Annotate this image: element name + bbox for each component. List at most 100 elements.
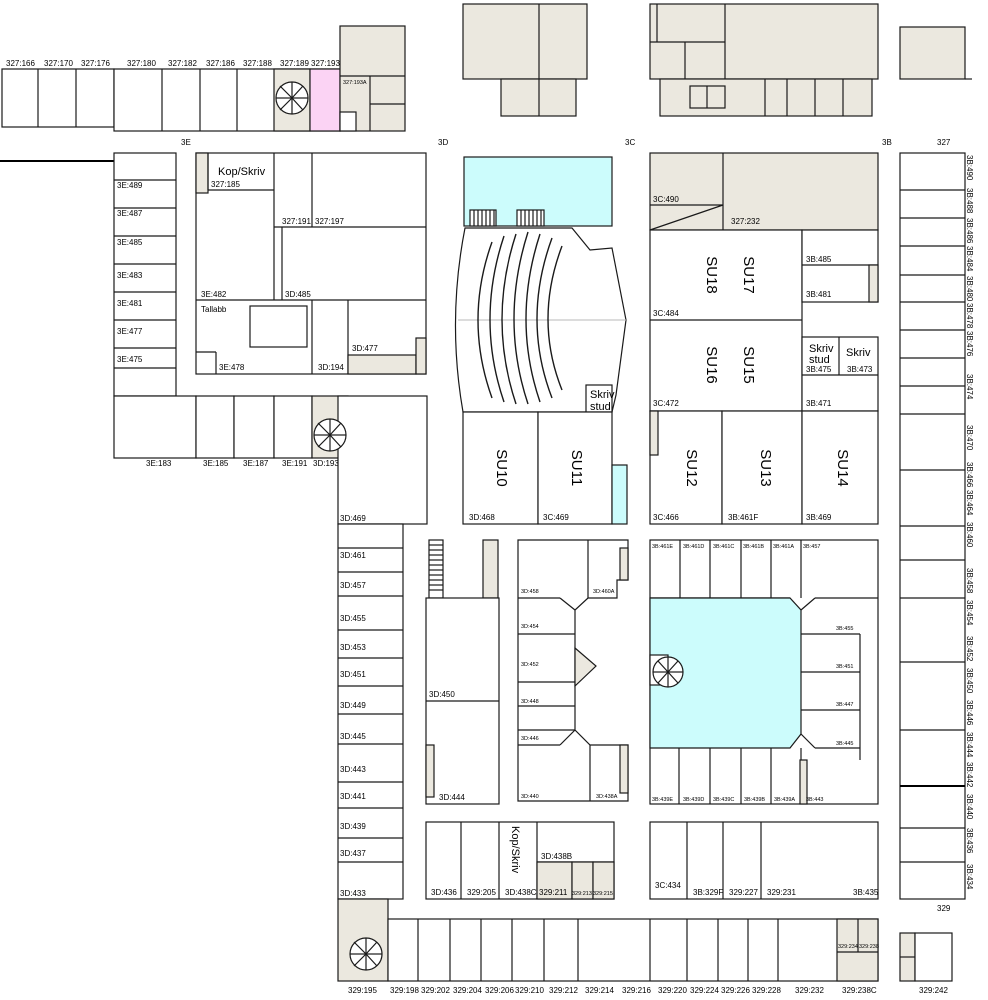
lecture-block-3c: 3C:490 327:232 SU18 SU17 SU16 SU15 3C:48… bbox=[649, 152, 879, 525]
room-label: 3E:477 bbox=[117, 327, 143, 336]
room-label: 329:231 bbox=[767, 888, 796, 897]
room-label: 327:197 bbox=[315, 217, 344, 226]
wing-3d-west: 3D:469 3D:461 3D:457 3D:455 3D:453 3D:45… bbox=[337, 395, 428, 900]
tallabb-room[interactable] bbox=[249, 305, 308, 348]
room-label: 327:182 bbox=[168, 59, 197, 68]
su17-label: SU17 bbox=[740, 256, 757, 294]
auditorium: Skriv stud SU10 SU11 3D:468 3C:469 bbox=[454, 156, 628, 525]
su13-label: SU13 bbox=[757, 449, 774, 487]
room-label: 329:202 bbox=[421, 986, 450, 995]
room-label: 3D:468 bbox=[469, 513, 495, 522]
room-label: 329:226 bbox=[721, 986, 750, 995]
room-label: 3B:451 bbox=[836, 664, 853, 670]
room-label: 3E:187 bbox=[243, 459, 269, 468]
svg-text:3B:486: 3B:486 bbox=[965, 218, 974, 244]
room-label: 329:210 bbox=[515, 986, 544, 995]
room-label: 3B:461C bbox=[713, 544, 734, 550]
room-label: 3D:193 bbox=[313, 459, 339, 468]
room-label: 327:191 bbox=[282, 217, 311, 226]
staircase-icon bbox=[473, 210, 495, 226]
room-label: 3C:472 bbox=[653, 399, 679, 408]
svg-text:3B:464: 3B:464 bbox=[965, 490, 974, 516]
svg-text:3B:458: 3B:458 bbox=[965, 568, 974, 594]
svg-text:3B:446: 3B:446 bbox=[965, 700, 974, 726]
room-label: 3D:440 bbox=[521, 794, 539, 800]
room-label: 3D:458 bbox=[521, 589, 539, 595]
room-label: 3C:490 bbox=[653, 195, 679, 204]
room-label: 3B:471 bbox=[806, 399, 832, 408]
room-label: 327:186 bbox=[206, 59, 235, 68]
room-label: 3B:475 bbox=[806, 365, 832, 374]
room-label: 3D:433 bbox=[340, 889, 366, 898]
room-label: 3D:477 bbox=[352, 344, 378, 353]
room-label: 3D:449 bbox=[340, 701, 366, 710]
room-label: 3C:469 bbox=[543, 513, 569, 522]
su16-label: SU16 bbox=[703, 346, 720, 384]
room-label: 3E:487 bbox=[117, 209, 143, 218]
room-label: 327:180 bbox=[127, 59, 156, 68]
east-room-labels: 3B:490 3B:488 3B:486 3B:484 3B:480 3B:47… bbox=[965, 155, 974, 890]
lecture-hall-su11[interactable] bbox=[537, 411, 613, 525]
wing-327: 327:166 327:170 327:176 327:180 327:182 … bbox=[1, 25, 406, 132]
building-3b-north[interactable] bbox=[899, 26, 966, 80]
room-label: 3B:481 bbox=[806, 290, 832, 299]
room-label: 3B:439A bbox=[774, 797, 795, 803]
room-label: 3D:437 bbox=[340, 849, 366, 858]
room-327-193-highlight[interactable] bbox=[309, 68, 341, 132]
room-label: 3B:461F bbox=[728, 513, 758, 522]
room-label: 3B:439B bbox=[744, 797, 765, 803]
svg-text:3B:474: 3B:474 bbox=[965, 374, 974, 400]
room-label: 3B:445 bbox=[836, 741, 853, 747]
corridor-label-3b: 3B bbox=[882, 138, 892, 147]
room-label: 3D:454 bbox=[521, 624, 539, 630]
room-label: 3B:439E bbox=[652, 797, 673, 803]
wing-3b-east: 3B:490 3B:488 3B:486 3B:484 3B:480 3B:47… bbox=[899, 152, 974, 900]
room-label: 329:220 bbox=[658, 986, 687, 995]
room-label: 3D:457 bbox=[340, 581, 366, 590]
room-label: 329:228 bbox=[752, 986, 781, 995]
room-label: 329:224 bbox=[690, 986, 719, 995]
room-label: 3B:461D bbox=[683, 544, 704, 550]
su10-label: SU10 bbox=[493, 449, 510, 487]
corridor-labels: 3E 3D 3C 3B 327 329 bbox=[181, 138, 951, 913]
room-label: 329:198 bbox=[390, 986, 419, 995]
lecture-hall-su13[interactable] bbox=[721, 410, 803, 525]
corridor-label-3d: 3D bbox=[438, 138, 448, 147]
room-label: 3C:434 bbox=[655, 881, 681, 890]
room-label: 3D:461 bbox=[340, 551, 366, 560]
room-label: 3D:441 bbox=[340, 792, 366, 801]
room-label: 3B:457 bbox=[803, 544, 820, 550]
skriv-stud-label: Skriv bbox=[809, 343, 834, 355]
auditorium-seating-icon bbox=[477, 231, 563, 405]
lecture-hall-su14[interactable] bbox=[801, 410, 879, 525]
room-label: 329:232 bbox=[795, 986, 824, 995]
room-label: 329:227 bbox=[729, 888, 758, 897]
room-label: 3C:484 bbox=[653, 309, 679, 318]
su14-label: SU14 bbox=[834, 449, 851, 487]
room-label: 329:238C bbox=[842, 986, 877, 995]
room-label: 3B:439D bbox=[683, 797, 704, 803]
corridor-label-329: 329 bbox=[937, 904, 951, 913]
lower-row: Kop/Skriv 3D:438B 3D:436 329:205 3D:438C… bbox=[425, 821, 879, 900]
room-label: 3E:185 bbox=[203, 459, 229, 468]
room-label: 329:214 bbox=[585, 986, 614, 995]
room-label: 3E:482 bbox=[201, 290, 227, 299]
skriv-label: Skriv bbox=[846, 347, 871, 359]
svg-text:3B:442: 3B:442 bbox=[965, 762, 974, 788]
room-label: 327:176 bbox=[81, 59, 110, 68]
svg-text:3B:488: 3B:488 bbox=[965, 188, 974, 214]
lecture-hall-su10[interactable] bbox=[462, 411, 539, 525]
room-label: 3B:461A bbox=[773, 544, 794, 550]
room-label: 3B:461B bbox=[743, 544, 764, 550]
spiral-staircase-icon bbox=[349, 937, 383, 971]
room-label: 329:215 bbox=[593, 891, 613, 897]
room-label: 3B:439C bbox=[713, 797, 734, 803]
room-label: 329:206 bbox=[485, 986, 514, 995]
room-label: 3D:451 bbox=[340, 670, 366, 679]
room-label: 3E:475 bbox=[117, 355, 143, 364]
svg-text:3B:436: 3B:436 bbox=[965, 828, 974, 854]
room-label: 3E:485 bbox=[117, 238, 143, 247]
room-label: 329:216 bbox=[622, 986, 651, 995]
building-3d-north[interactable] bbox=[462, 3, 588, 80]
